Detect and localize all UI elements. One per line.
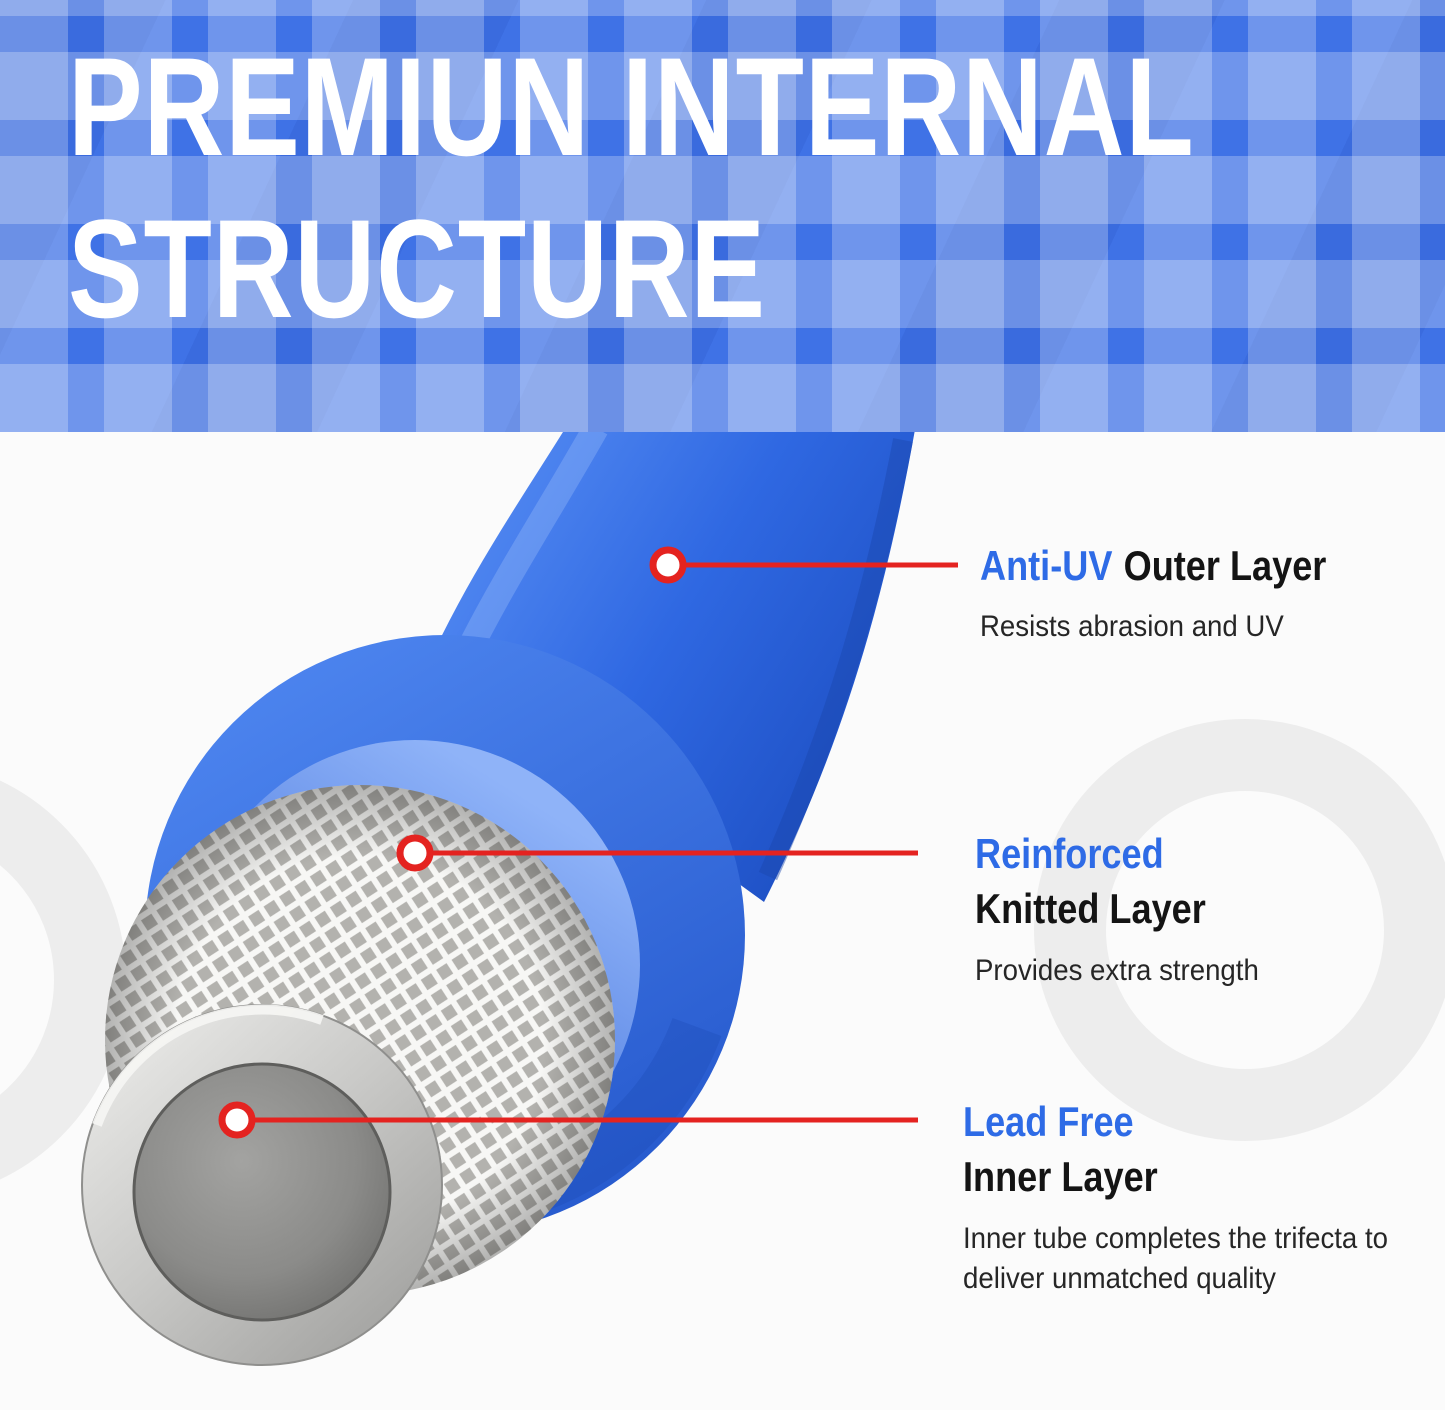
callout-knitted-layer-description: Provides extra strength	[975, 953, 1259, 987]
inner-tube-rim-highlight	[92, 1004, 324, 1127]
callout-inner-layer: Lead Free Inner Layer Inner tube complet…	[963, 1094, 1433, 1300]
title-line-2: STRUCTURE	[68, 190, 766, 348]
callout-inner-layer-rest: Inner Layer	[963, 1153, 1158, 1201]
callout-knitted-layer-highlight: Reinforced	[975, 830, 1164, 877]
callout-knitted-layer-rest: Knitted Layer	[975, 885, 1206, 933]
hose-body	[430, 424, 916, 902]
callout-inner-layer-heading: Lead Free Inner Layer	[963, 1094, 1367, 1205]
hose-body-shade	[758, 438, 913, 881]
callout-knitted-layer: Reinforced Knitted Layer Provides extra …	[975, 826, 1445, 991]
callout-knitted-layer-heading: Reinforced Knitted Layer	[975, 826, 1388, 937]
title-line-1: PREMIUN INTERNAL	[68, 28, 1195, 185]
callout-dot-3	[218, 1101, 256, 1139]
hose-body-highlight	[456, 421, 608, 658]
inner-tube-hole	[132, 1062, 392, 1322]
watermark-ring-left	[0, 780, 126, 1180]
header-banner: PREMIUN INTERNAL STRUCTURE	[0, 0, 1445, 432]
callout-dots	[218, 546, 687, 1139]
callout-inner-layer-highlight: Lead Free	[963, 1098, 1134, 1145]
callout-connectors	[237, 562, 958, 1123]
callout-inner-layer-description: Inner tube completes the trifecta to del…	[963, 1221, 1388, 1296]
callout-outer-layer-description: Resists abrasion and UV	[980, 610, 1284, 644]
callout-dot-2	[396, 834, 434, 872]
callout-outer-layer-rest: Outer Layer	[1123, 542, 1327, 589]
callout-outer-layer-highlight: Anti-UV	[980, 542, 1113, 589]
watermark-ring-right	[1034, 719, 1445, 1141]
callout-dot-1	[649, 546, 687, 584]
page-title: PREMIUN INTERNAL STRUCTURE	[0, 0, 1445, 351]
